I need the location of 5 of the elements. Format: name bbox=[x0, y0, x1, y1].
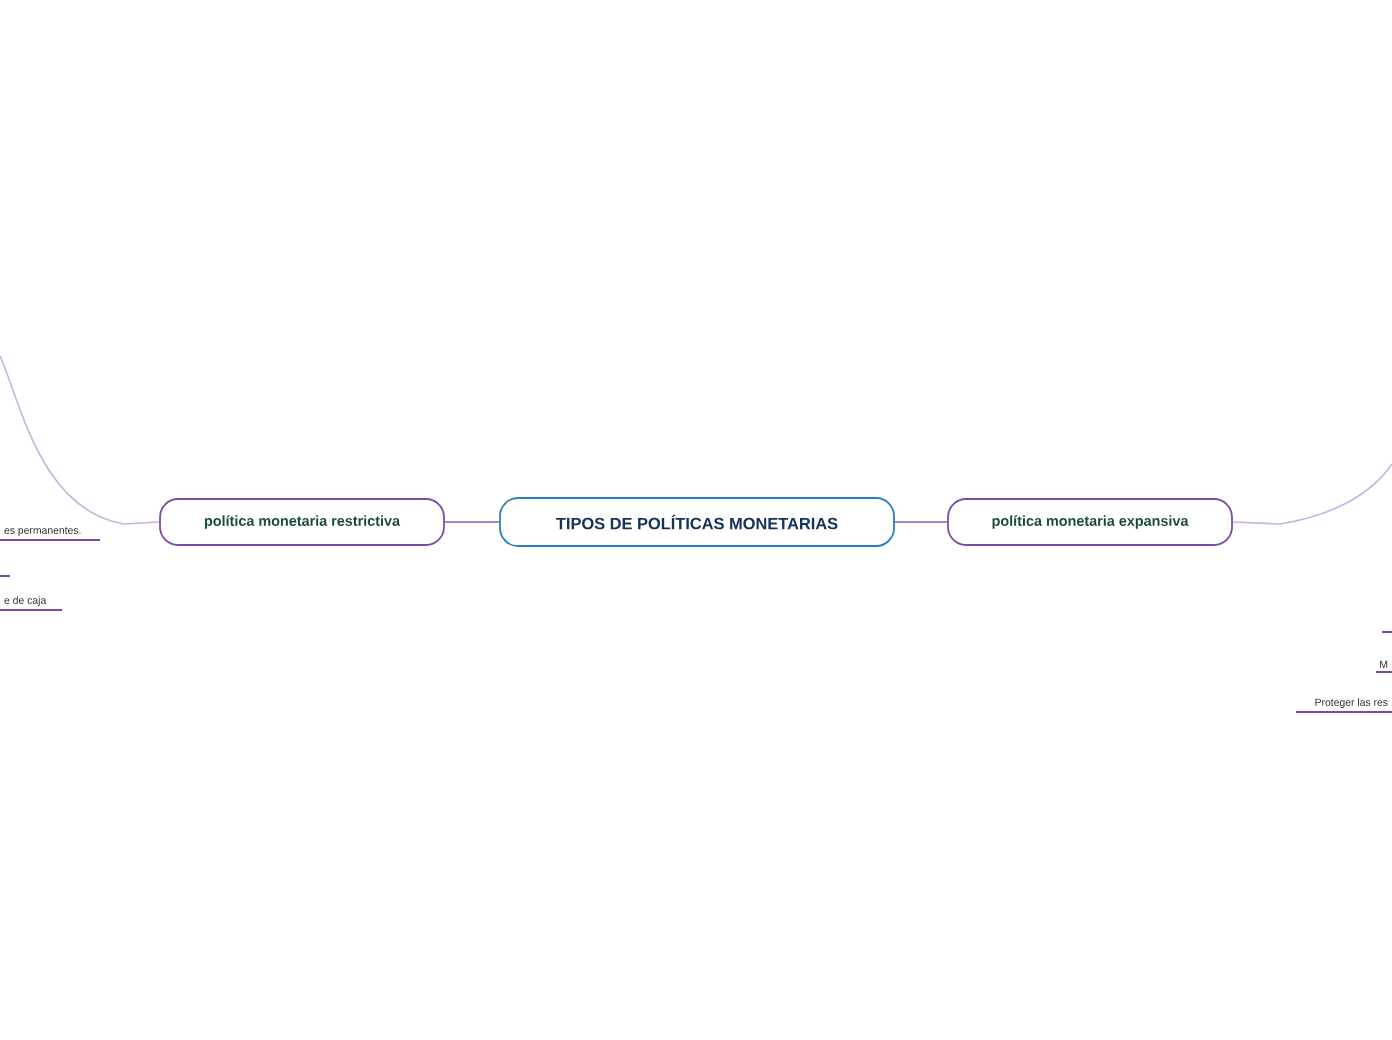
connector bbox=[0, 355, 160, 525]
topic-box: TIPOS DE POLÍTICAS MONETARIAS bbox=[499, 497, 895, 547]
connector bbox=[1232, 463, 1392, 525]
connector bbox=[894, 521, 948, 523]
connector bbox=[444, 521, 500, 523]
